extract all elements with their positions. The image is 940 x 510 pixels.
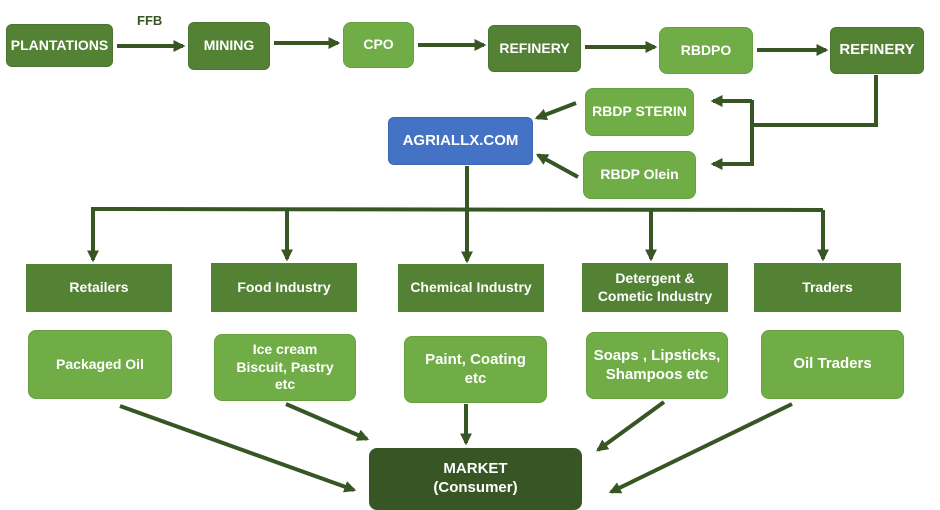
node-traders: Traders [754,263,901,312]
node-soaps-lipsticks: Soaps , Lipsticks, Shampoos etc [586,332,728,399]
node-market-consumer: MARKET (Consumer) [369,448,582,510]
arrow-soaps-market [596,400,666,452]
node-refinery-1: REFINERY [488,25,581,72]
arrow-food-market [285,402,370,441]
node-detergent-industry: Detergent & Cometic Industry [582,263,728,312]
node-rbdp-olein: RBDP Olein [583,151,696,199]
node-rbdpo: RBDPO [659,27,753,74]
distribution-bus [90,207,824,212]
node-oil-traders: Oil Traders [761,330,904,399]
node-paint-coating: Paint, Coating etc [404,336,547,403]
node-packaged-oil: Packaged Oil [28,330,172,399]
node-cpo: CPO [343,22,414,68]
arrow-to-sterin [710,100,754,170]
node-rbdp-sterin: RBDP STERIN [585,88,694,136]
arrow-traders-market [608,402,793,494]
node-refinery-2: REFINERY [830,27,924,74]
node-food-industry: Food Industry [211,263,357,312]
node-chemical-industry: Chemical Industry [398,264,544,312]
node-mining: MINING [188,22,270,70]
node-plantations: PLANTATIONS [6,24,113,67]
node-agriallx-hub: AGRIALLX.COM [388,117,533,165]
arrow-olein-hub [535,153,579,179]
node-food-products: Ice cream Biscuit, Pastry etc [214,334,356,401]
arrow-packaged-market [119,404,357,493]
node-retailers: Retailers [26,264,172,312]
arrow-sterin-hub [534,101,577,121]
ffb-label: FFB [137,13,163,28]
connector-refinery-fractions [752,75,878,127]
